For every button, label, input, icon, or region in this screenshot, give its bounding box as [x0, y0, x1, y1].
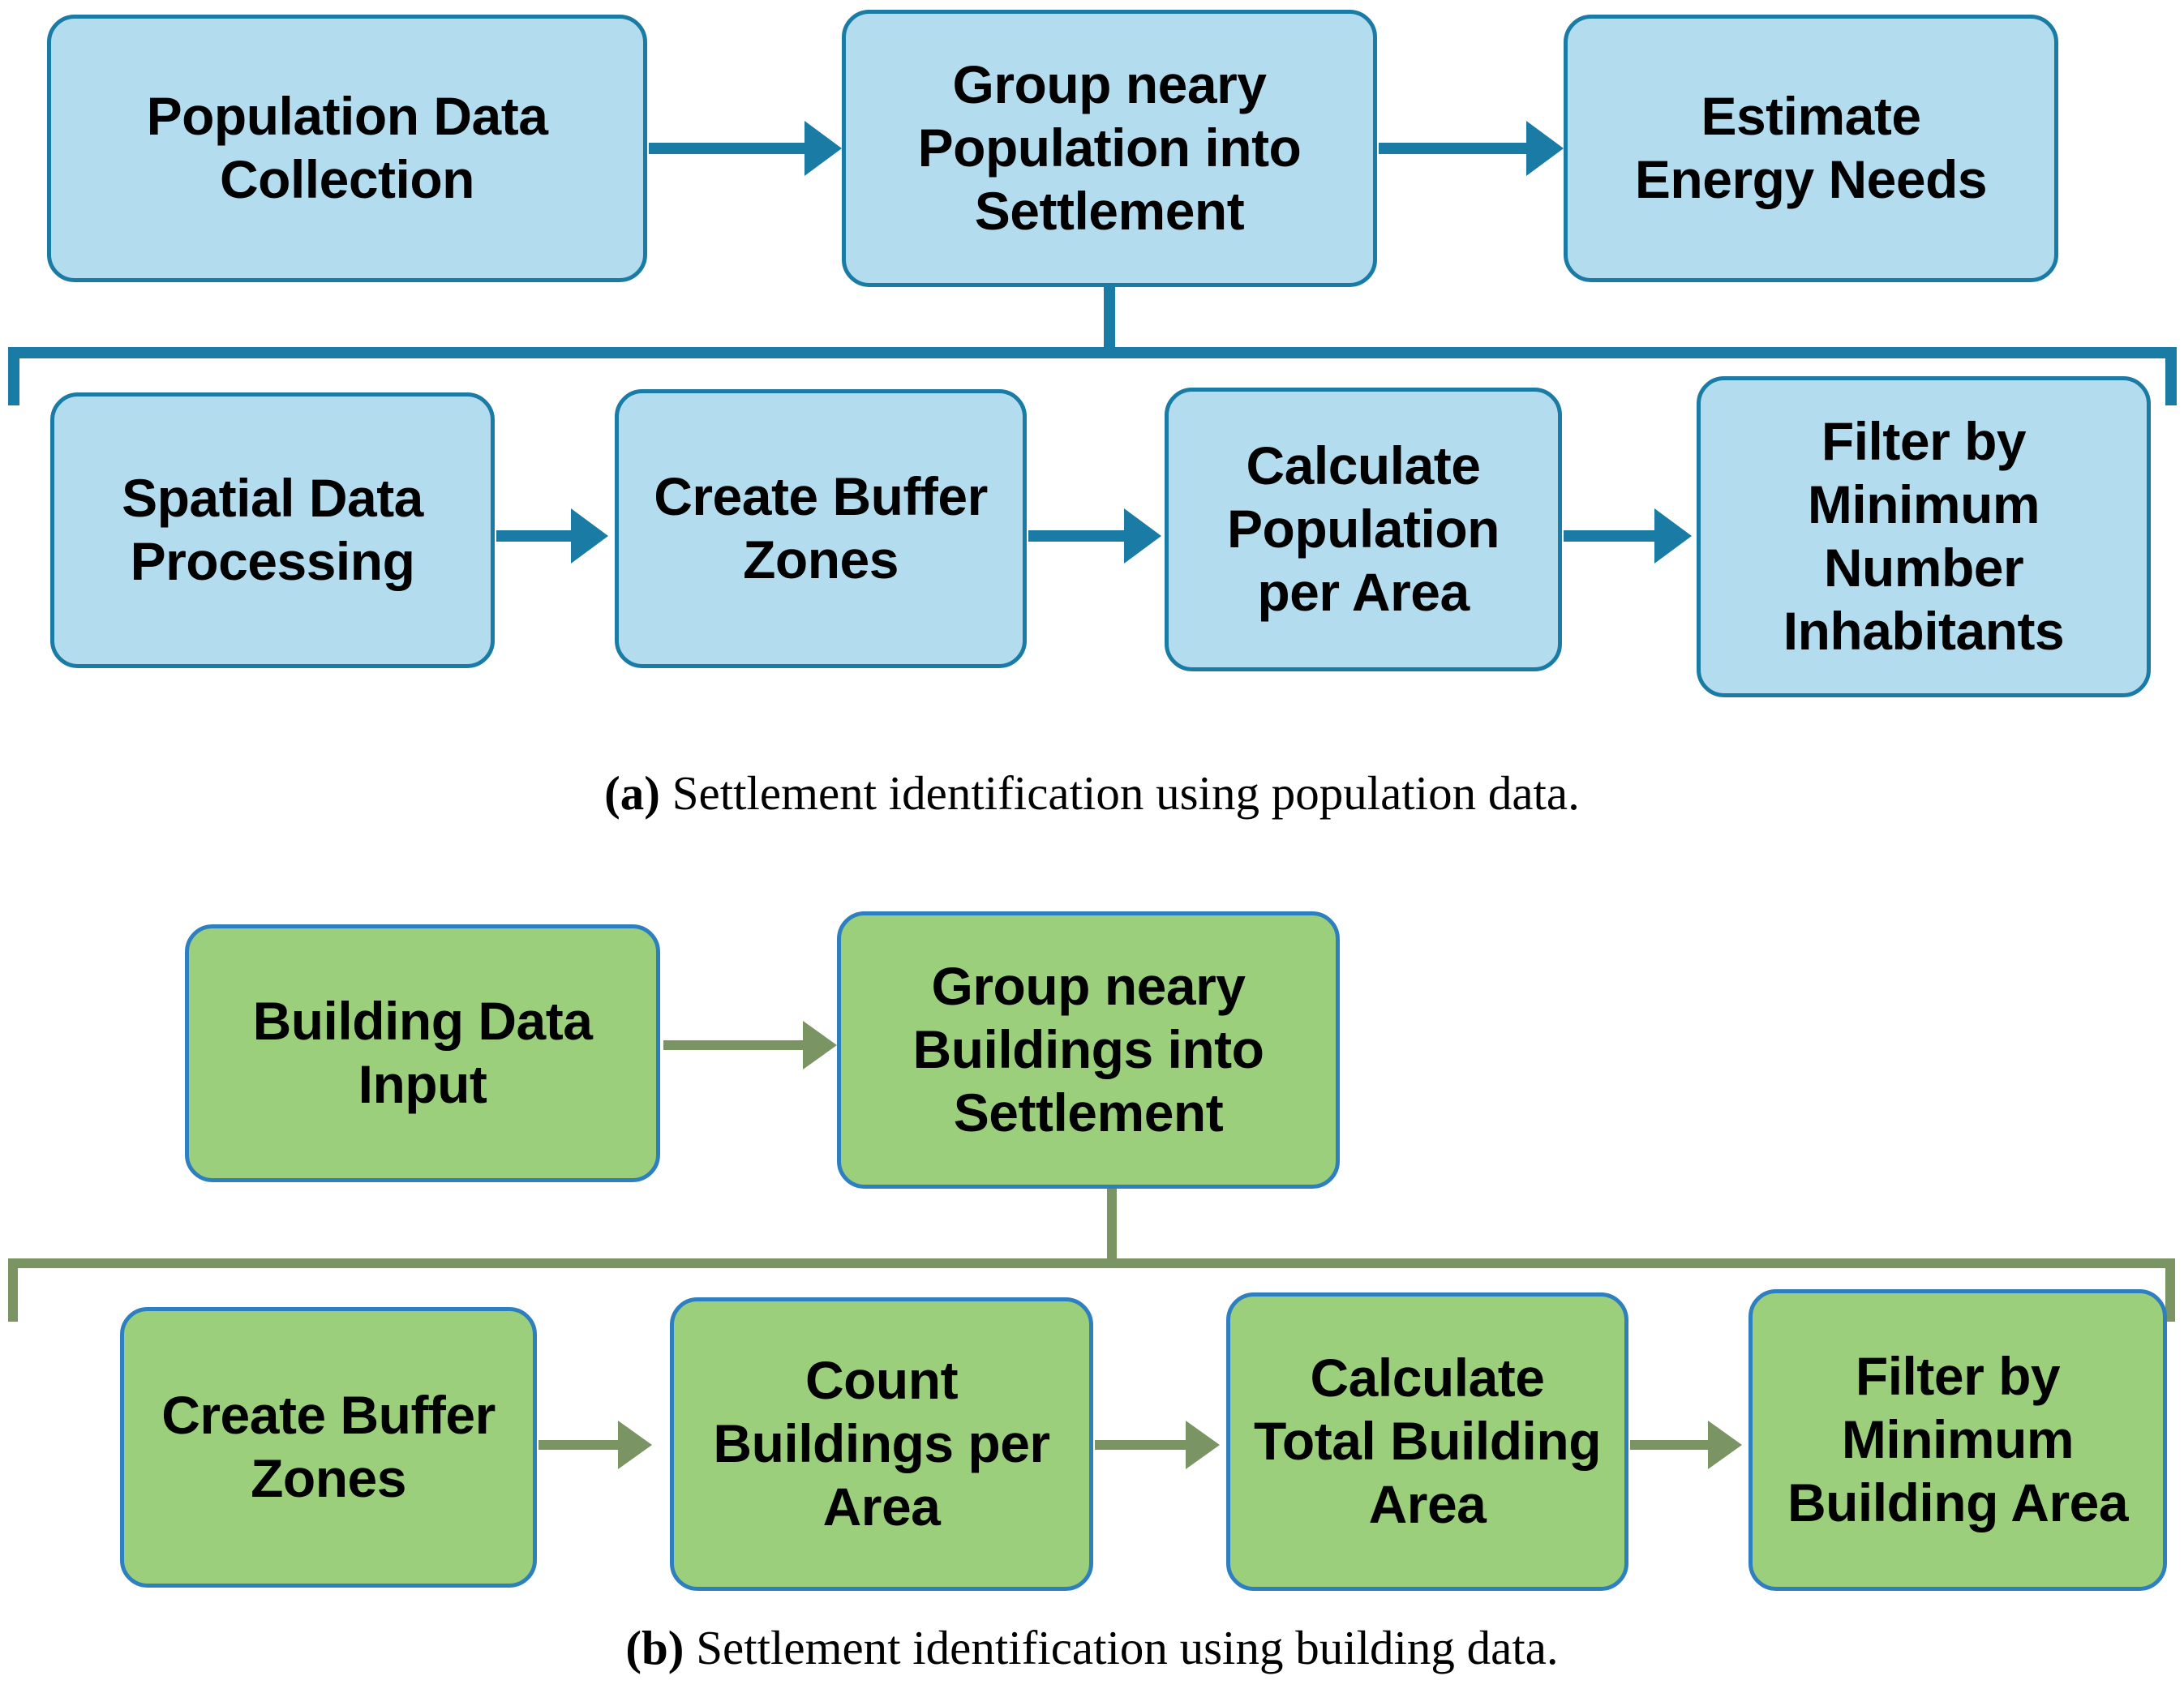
- node-label: Building Data Input: [252, 991, 593, 1114]
- arrow-head-a3: [571, 508, 608, 564]
- arrow-line-a5: [1564, 530, 1658, 542]
- node-label: Estimate Energy Needs: [1634, 86, 1988, 209]
- bracket-b-right-tick: [2165, 1258, 2175, 1322]
- node-create-buffer-zones[interactable]: Create Buffer Zones: [120, 1307, 537, 1588]
- node-label: Group neary Population into Settlement: [917, 54, 1302, 241]
- arrow-head-b2: [618, 1421, 652, 1469]
- arrow-line-b4: [1630, 1440, 1711, 1450]
- connector-b-vertical: [1107, 1189, 1117, 1263]
- arrow-head-b1: [803, 1021, 837, 1069]
- node-label: Create Buffer Zones: [654, 466, 988, 589]
- bracket-a-left-tick: [8, 347, 19, 405]
- arrow-head-a1: [805, 121, 842, 176]
- arrow-line-b1: [663, 1040, 806, 1050]
- node-building-data-input[interactable]: Building Data Input: [185, 924, 660, 1182]
- node-label: Calculate Population per Area: [1227, 435, 1500, 622]
- node-label: Filter by Minimum Number Inhabitants: [1783, 411, 2065, 661]
- arrow-line-b2: [538, 1440, 621, 1450]
- node-group-neary-buildings-into-settlement[interactable]: Group neary Buildings into Settlement: [837, 911, 1340, 1189]
- caption-panel-a: (a) Settlement identification using popu…: [0, 765, 2184, 821]
- bracket-b-left-tick: [8, 1258, 18, 1322]
- caption-text: Settlement identification using building…: [684, 1621, 1559, 1674]
- node-create-buffer-zones[interactable]: Create Buffer Zones: [615, 389, 1027, 668]
- node-label: Count Buildings per Area: [713, 1350, 1050, 1537]
- node-calculate-total-building-area[interactable]: Calculate Total Building Area: [1226, 1292, 1628, 1591]
- caption-marker: (b): [625, 1621, 684, 1674]
- node-label: Filter by Minimum Building Area: [1787, 1346, 2129, 1532]
- node-label: Group neary Buildings into Settlement: [912, 956, 1264, 1142]
- caption-text: Settlement identification using populati…: [659, 766, 1580, 820]
- caption-marker: (a): [604, 766, 660, 820]
- arrow-head-a2: [1526, 121, 1564, 176]
- bracket-a-right-tick: [2165, 347, 2177, 405]
- arrow-line-a2: [1379, 143, 1530, 154]
- node-filter-by-minimum-building-area[interactable]: Filter by Minimum Building Area: [1748, 1289, 2167, 1591]
- bracket-b-horizontal: [8, 1258, 2175, 1268]
- node-population-data-collection[interactable]: Population Data Collection: [47, 15, 647, 282]
- arrow-line-a1: [649, 143, 808, 154]
- node-label: Calculate Total Building Area: [1253, 1348, 1602, 1534]
- bracket-a-horizontal: [8, 347, 2177, 358]
- node-spatial-data-processing[interactable]: Spatial Data Processing: [50, 392, 495, 668]
- arrow-head-a4: [1124, 508, 1161, 564]
- connector-a-vertical: [1104, 287, 1115, 357]
- arrow-head-b4: [1708, 1421, 1742, 1469]
- arrow-line-b3: [1095, 1440, 1189, 1450]
- arrow-line-a4: [1028, 530, 1127, 542]
- arrow-head-b3: [1186, 1421, 1220, 1469]
- node-estimate-energy-needs[interactable]: Estimate Energy Needs: [1564, 15, 2058, 282]
- node-label: Spatial Data Processing: [122, 468, 423, 591]
- node-calculate-population-per-area[interactable]: Calculate Population per Area: [1165, 388, 1562, 671]
- arrow-head-a5: [1654, 508, 1692, 564]
- node-count-buildings-per-area[interactable]: Count Buildings per Area: [670, 1297, 1093, 1591]
- node-group-neary-population-into-settlement[interactable]: Group neary Population into Settlement: [842, 10, 1377, 287]
- node-label: Create Buffer Zones: [161, 1385, 496, 1508]
- arrow-line-a3: [496, 530, 574, 542]
- node-label: Population Data Collection: [146, 86, 548, 209]
- node-filter-by-minimum-number-inhabitants[interactable]: Filter by Minimum Number Inhabitants: [1697, 376, 2151, 697]
- caption-panel-b: (b) Settlement identification using buil…: [0, 1620, 2184, 1676]
